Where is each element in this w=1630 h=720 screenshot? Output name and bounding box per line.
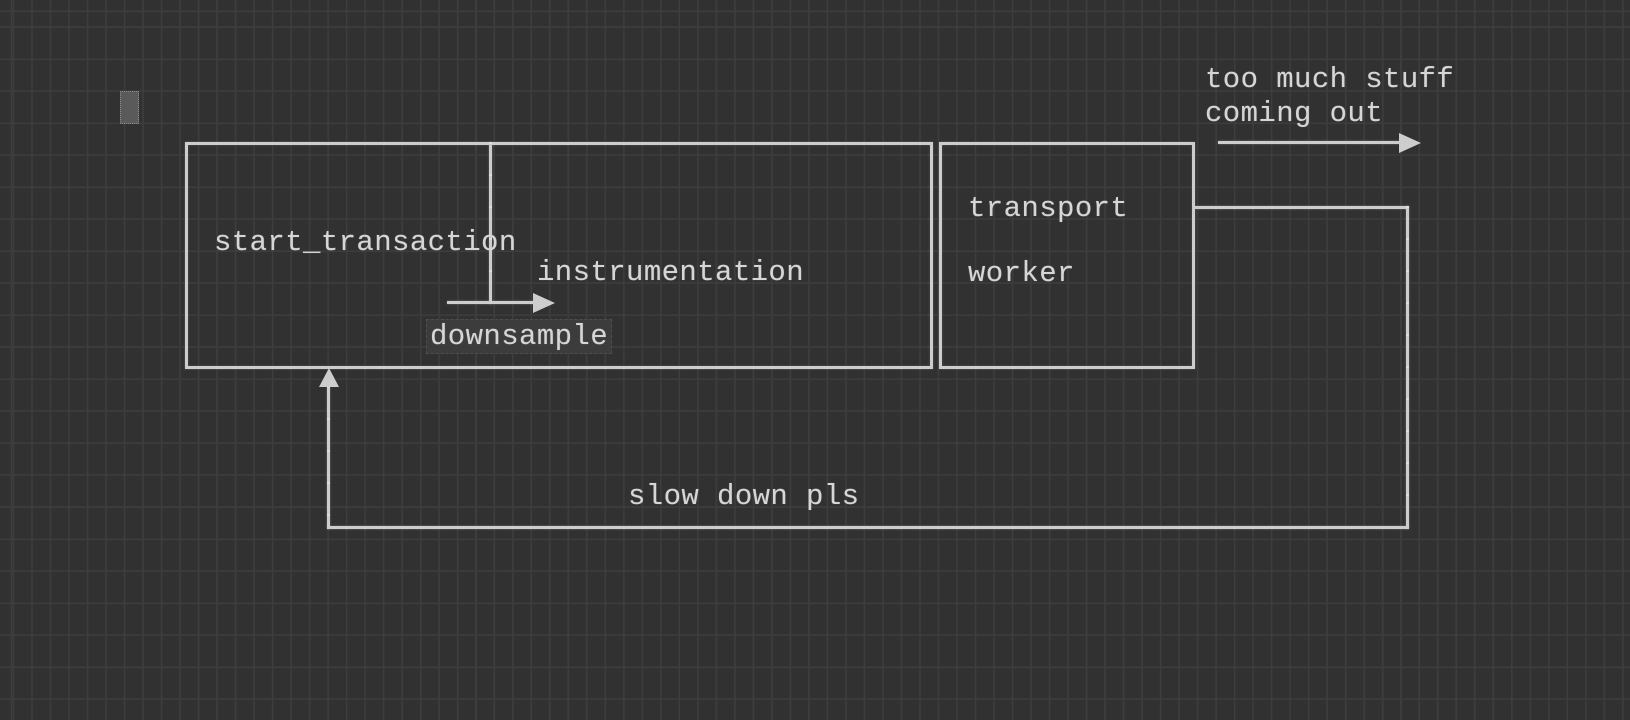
worker-label[interactable]: worker	[968, 257, 1075, 290]
slow-down-label[interactable]: slow down pls	[628, 480, 860, 513]
feedback-path-bottom-segment	[327, 526, 1409, 529]
downsample-label[interactable]: downsample	[426, 319, 613, 354]
arrowhead-right-icon	[533, 292, 555, 313]
feedback-path-left-segment	[327, 386, 330, 529]
feedback-path-top-segment	[1195, 206, 1409, 209]
pipeline-box[interactable]	[185, 142, 933, 369]
downsample-arrow-line	[447, 301, 535, 304]
arrowhead-up-icon	[318, 368, 339, 387]
feedback-path-right-segment	[1406, 206, 1409, 529]
start-transaction-label[interactable]: start_transaction	[214, 226, 517, 259]
transport-label[interactable]: transport	[968, 192, 1129, 225]
transport-worker-box[interactable]	[939, 142, 1195, 369]
pipeline-divider-line[interactable]	[489, 142, 492, 304]
text-cursor	[120, 91, 139, 124]
output-arrow-line	[1218, 141, 1402, 144]
output-note-line2[interactable]: coming out	[1205, 97, 1384, 130]
arrowhead-right-icon	[1399, 132, 1421, 153]
instrumentation-label[interactable]: instrumentation	[537, 256, 805, 289]
output-note-line1[interactable]: too much stuff	[1205, 63, 1455, 96]
